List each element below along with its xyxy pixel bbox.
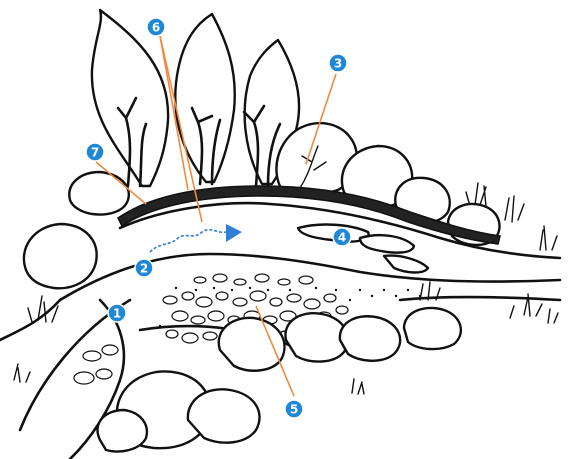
marker-7: 7 [86,143,104,161]
trees [92,10,299,186]
marker-3-label: 3 [334,57,342,71]
marker-7-label: 7 [91,146,99,160]
marker-3: 3 [329,54,347,72]
marker-2-label: 2 [140,262,148,276]
marker-5: 5 [285,400,303,418]
flow-arrow-line [150,230,226,252]
marker-2: 2 [135,259,153,277]
marker-5-label: 5 [290,403,298,417]
marker-1-label: 1 [113,307,121,321]
marker-4-label: 4 [338,231,346,245]
flow-arrow [150,224,242,252]
flow-arrow-head [226,224,242,242]
marker-4: 4 [333,228,351,246]
marker-6: 6 [147,18,165,36]
marker-1: 1 [108,304,126,322]
marker-6-label: 6 [152,21,160,35]
